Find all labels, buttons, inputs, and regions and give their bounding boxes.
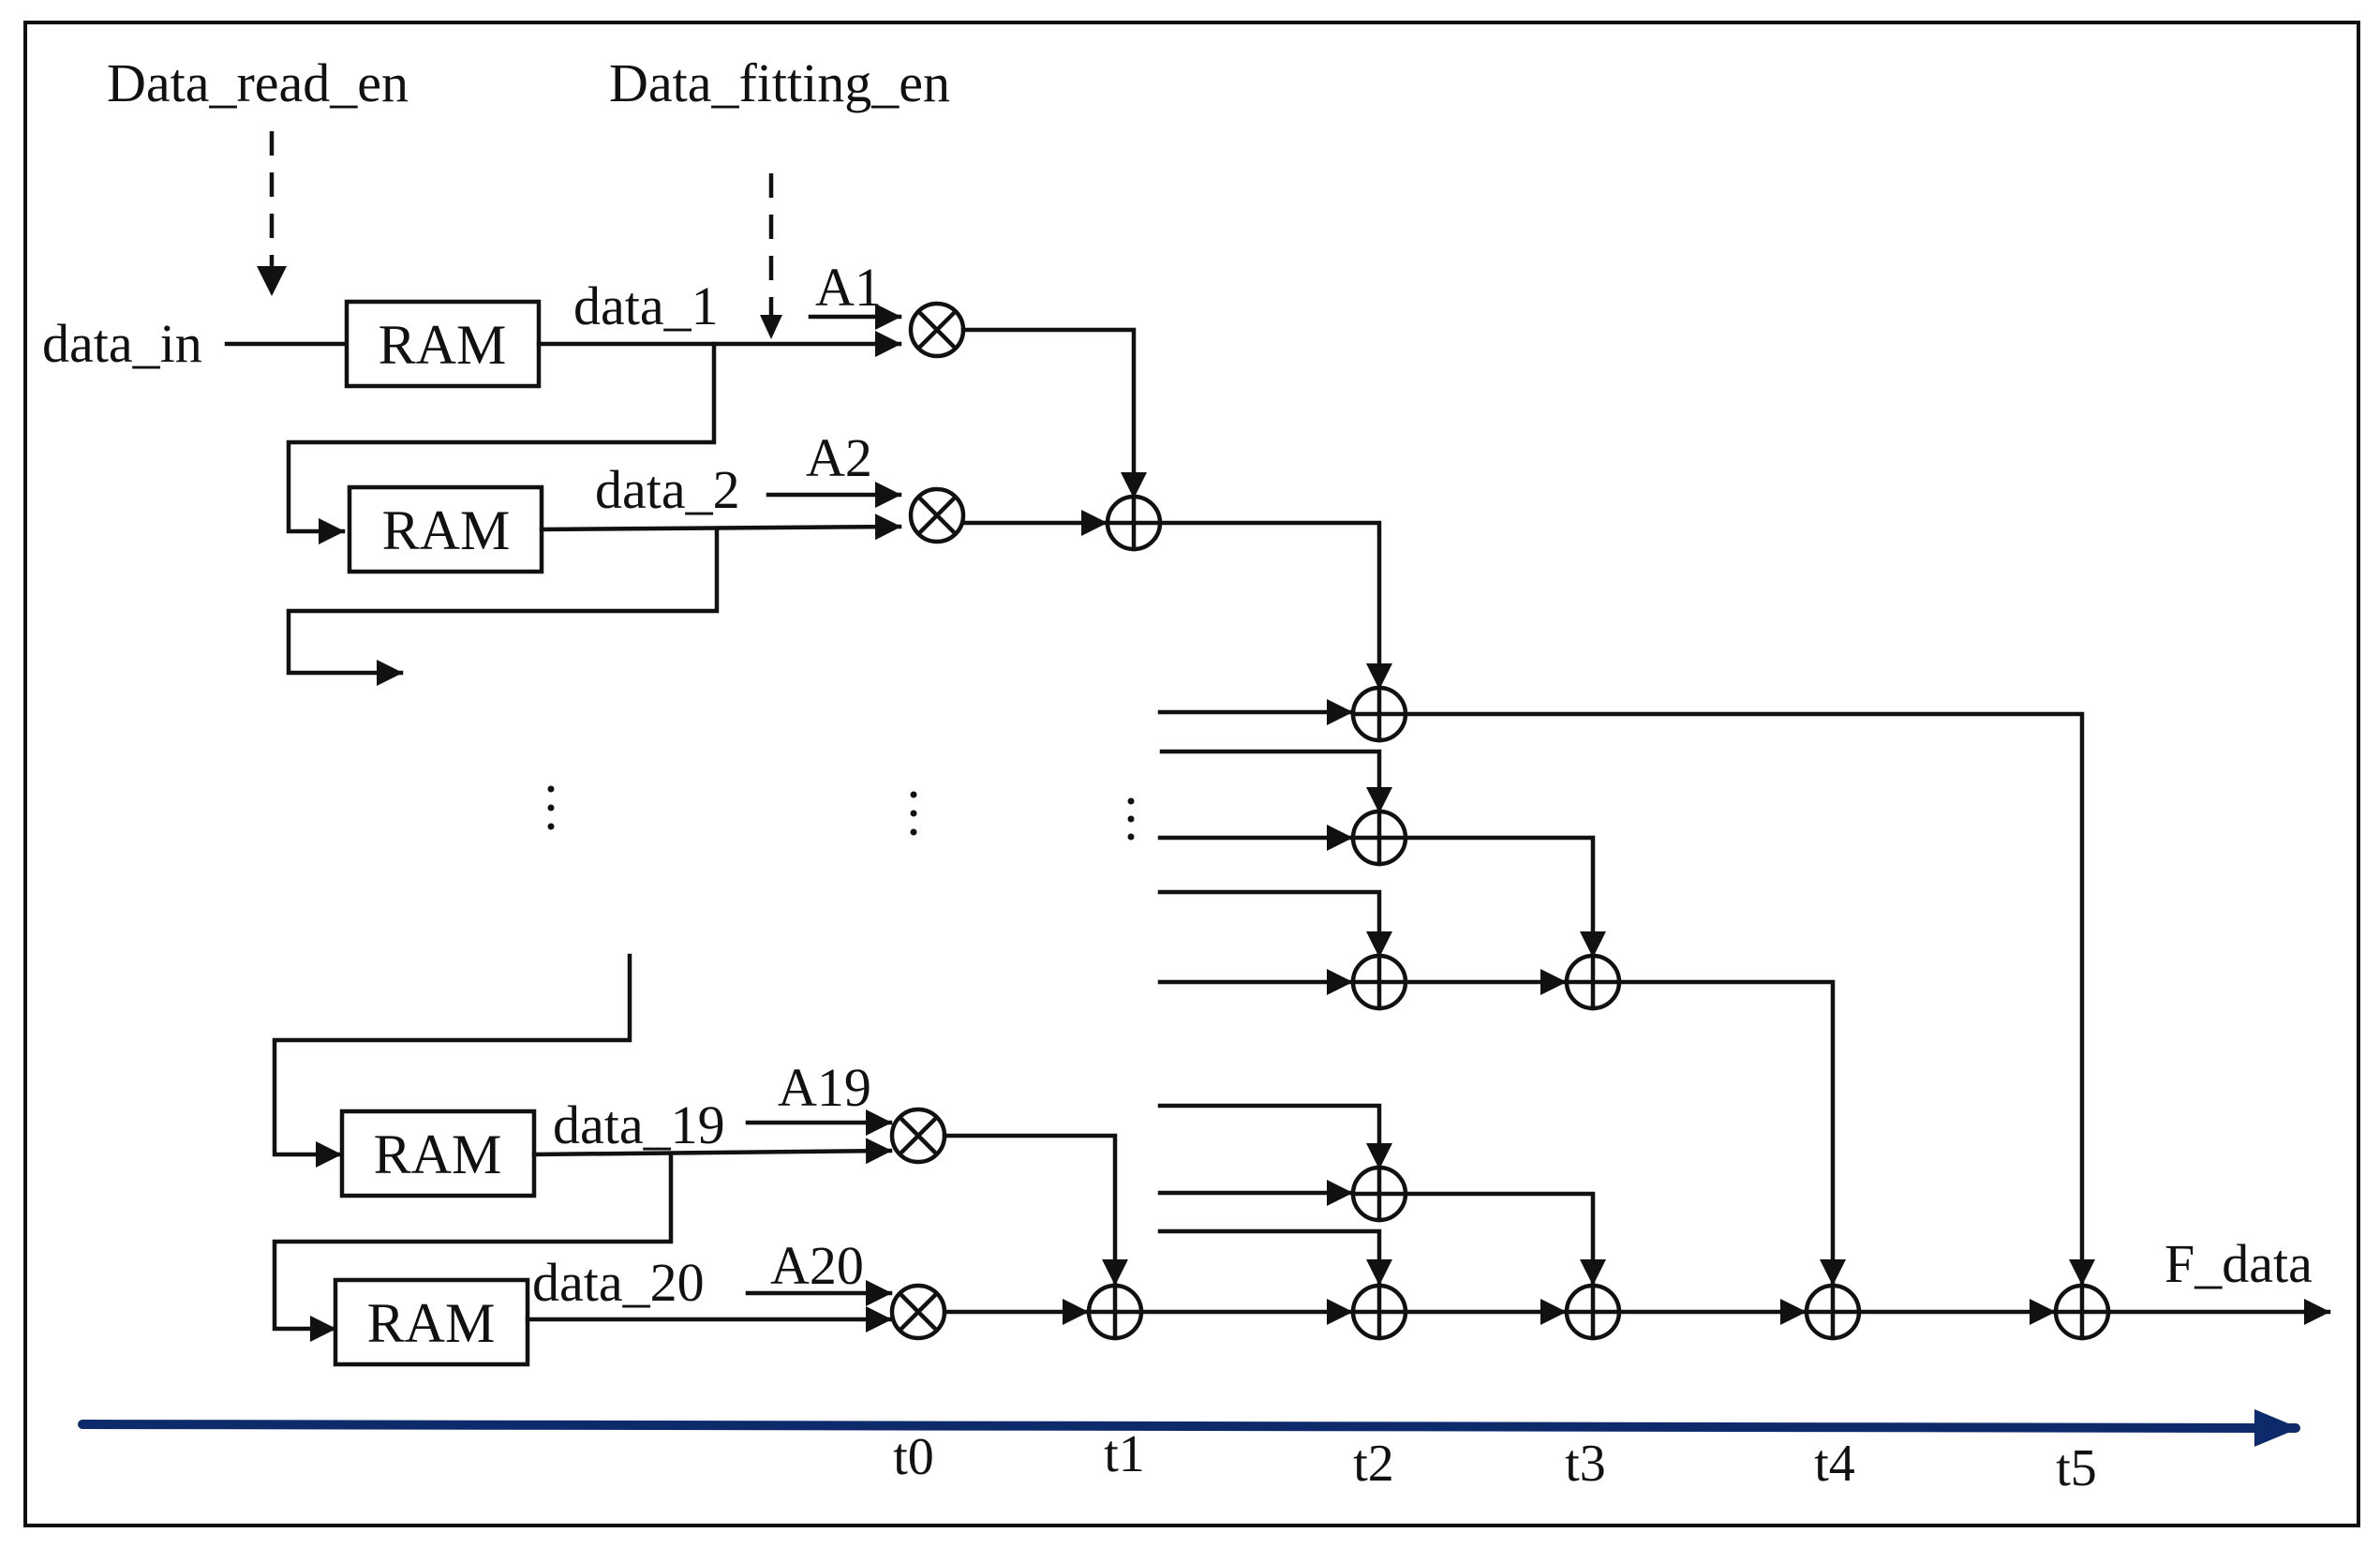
multiplier-20-symbol [897, 1290, 940, 1333]
data-read-en-label: Data_read_en [107, 52, 409, 113]
wire-t2-2-to-t3 [1403, 835, 1606, 959]
ram-20 [333, 1277, 530, 1367]
diagram-frame [23, 21, 2360, 1527]
data-fitting-en-arrowhead [760, 315, 782, 339]
coef-a1-label: A1 [815, 257, 882, 318]
adder-t2-1-symbol [1350, 685, 1408, 743]
adder-t4-symbol [1804, 1283, 1862, 1341]
tick-t5: t5 [2056, 1439, 2097, 1497]
data-19-wire [531, 1138, 893, 1165]
wire-in-t2-2-top [1159, 749, 1392, 814]
tick-t1: t1 [1104, 1425, 1145, 1483]
coef-a19-label: A19 [778, 1057, 871, 1118]
ram-1-label: RAM [379, 314, 507, 376]
adder-t2-3-symbol [1350, 953, 1408, 1011]
ram-20-label: RAM [367, 1292, 496, 1354]
adder-t3-lower-symbol [1564, 1283, 1622, 1341]
adder-t2-5-symbol [1350, 1283, 1408, 1341]
wire-t2-4-to-t3 [1403, 1191, 1606, 1287]
time-axis [78, 1408, 2300, 1447]
adder-t2-2-symbol [1350, 809, 1408, 867]
ellipsis-adder-column [1127, 797, 1135, 841]
ram-1 [344, 299, 542, 389]
wire-t2-1-to-t5 [1403, 711, 2095, 1287]
data-20-label: data_20 [532, 1252, 705, 1313]
ram-2-label: RAM [382, 499, 511, 561]
chain-1-2 [286, 341, 717, 544]
tick-t0: t0 [893, 1428, 934, 1486]
wire-add-a-to-t2-1 [1157, 520, 1392, 691]
chain-18-19 [272, 953, 632, 1168]
coef-a2-label: A2 [806, 427, 872, 488]
adder-t5-symbol [2053, 1283, 2111, 1341]
ellipsis-ram-column [547, 785, 555, 830]
tick-t4: t4 [1814, 1435, 1855, 1493]
wire-in-t2-4-top [1157, 1103, 1392, 1170]
tick-t3: t3 [1565, 1435, 1606, 1493]
multiplier-2-symbol [915, 494, 959, 537]
data-1-label: data_1 [573, 275, 719, 336]
data-2-label: data_2 [595, 459, 740, 520]
data-read-en-arrowhead [257, 266, 287, 296]
adder-t3-upper-symbol [1564, 953, 1622, 1011]
wire-in-t2-3-top [1157, 889, 1392, 959]
ram-19 [339, 1109, 537, 1198]
f-data-label: F_data [2164, 1233, 2313, 1294]
adder-t2-4-symbol [1350, 1165, 1408, 1223]
data-19-label: data_19 [553, 1094, 725, 1155]
chain-19-20 [272, 1152, 674, 1342]
data-2-wire [539, 514, 902, 541]
data-fitting-en-label: Data_fitting_en [609, 52, 950, 113]
ellipsis-multiplier-column [910, 791, 917, 836]
wire-in-t2-5-top [1157, 1228, 1392, 1287]
wire-m19-to-t1-bottom [942, 1133, 1128, 1287]
multiplier-19-symbol [897, 1114, 940, 1157]
adder-t1-bottom-symbol [1086, 1283, 1144, 1341]
coef-a20-label: A20 [770, 1235, 864, 1296]
chain-2-next [286, 527, 720, 686]
adder-t1-top-symbol [1105, 494, 1163, 552]
wire-m1-to-add-a [960, 327, 1147, 499]
wire-t3-upper-to-t4 [1616, 979, 1846, 1287]
multiplier-1-symbol [915, 308, 959, 351]
data-in-label: data_in [42, 313, 202, 374]
ram-2 [347, 484, 544, 574]
ram-19-label: RAM [374, 1124, 502, 1185]
tick-t2: t2 [1353, 1435, 1394, 1493]
